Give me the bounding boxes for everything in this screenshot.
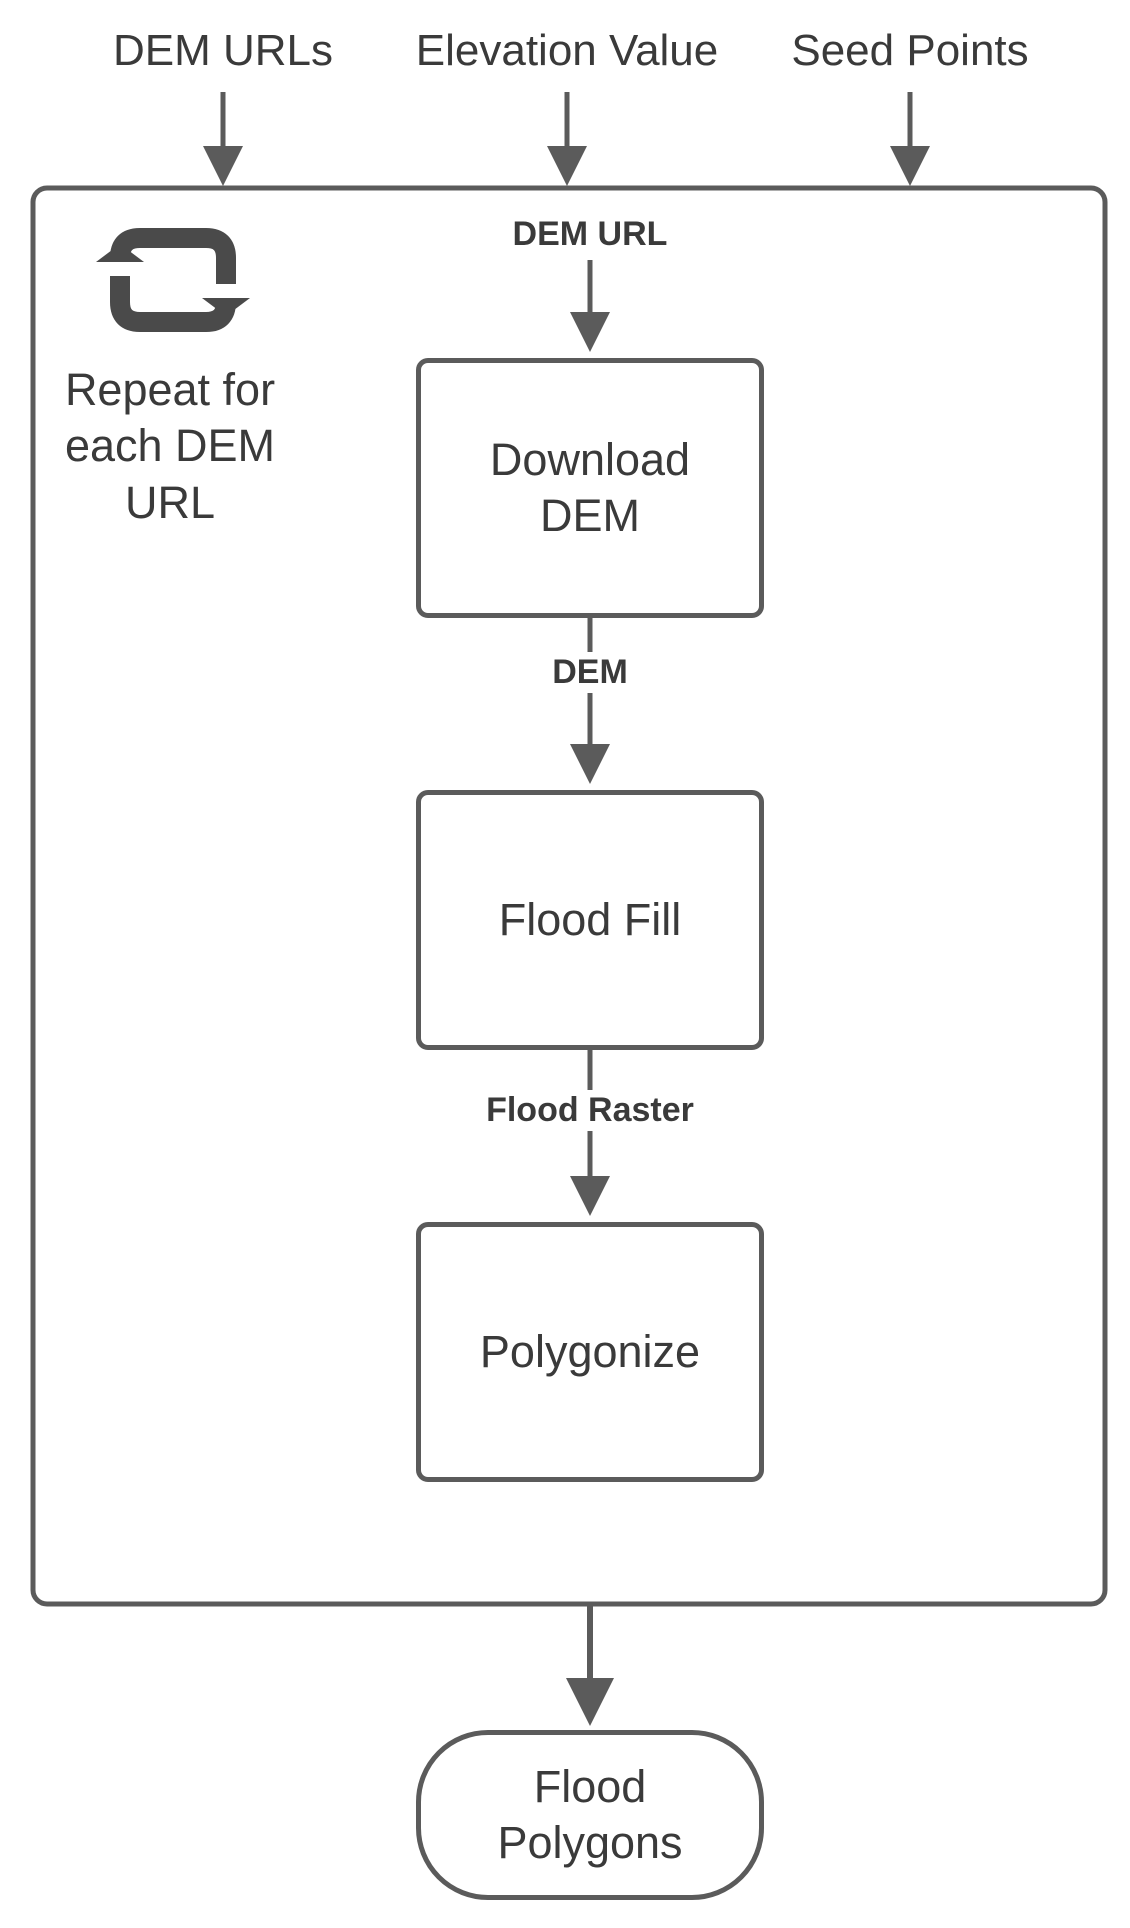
loop-container xyxy=(30,185,1108,1607)
edge-label-dem-url: DEM URL xyxy=(506,214,674,255)
step-download-dem: Download DEM xyxy=(416,358,764,618)
step-download-dem-label: Download DEM xyxy=(489,433,691,541)
edge-label-dem: DEM xyxy=(546,652,634,693)
output-flood-polygons: Flood Polygons xyxy=(416,1730,764,1900)
loop-label: Repeat for each DEM URL xyxy=(64,364,276,528)
input-elevation-value: Elevation Value xyxy=(415,26,719,75)
step-flood-fill: Flood Fill xyxy=(416,790,764,1050)
input-seed-points: Seed Points xyxy=(791,26,1029,75)
step-flood-fill-label: Flood Fill xyxy=(498,893,682,945)
repeat-icon xyxy=(96,228,250,332)
step-polygonize-label: Polygonize xyxy=(479,1325,701,1377)
step-polygonize: Polygonize xyxy=(416,1222,764,1482)
input-dem-urls: DEM URLs xyxy=(112,26,334,75)
output-flood-polygons-label: Flood Polygons xyxy=(497,1760,683,1868)
edge-label-flood-raster: Flood Raster xyxy=(480,1090,700,1131)
